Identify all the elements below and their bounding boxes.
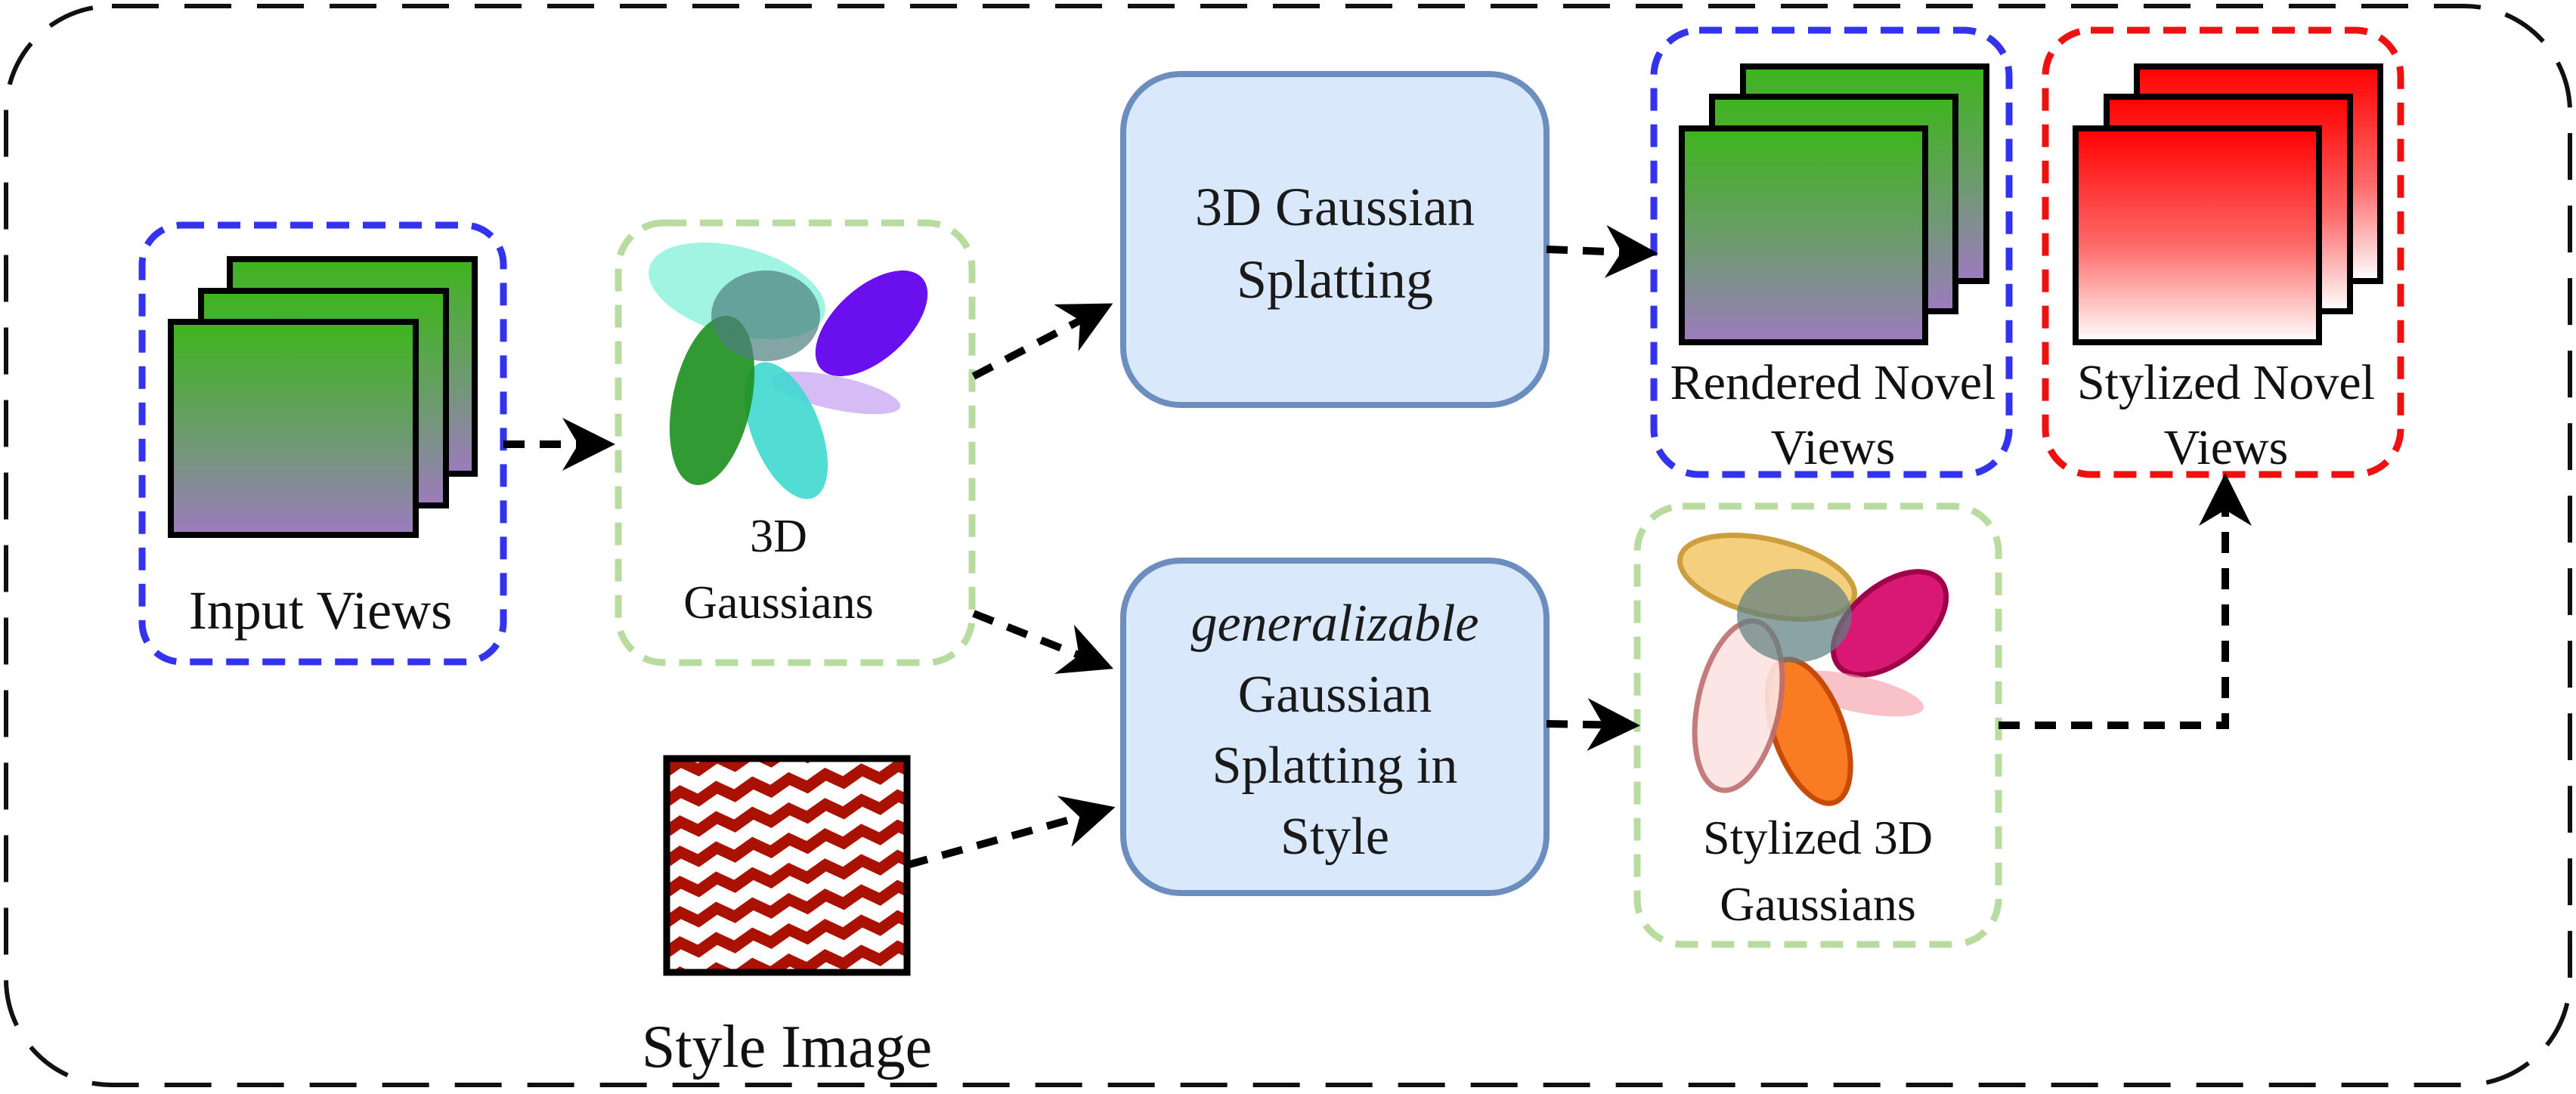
style-box-line1: generalizable	[1190, 595, 1478, 653]
stylized-gaussians-line1: Stylized 3D	[1703, 811, 1933, 864]
splatting-process-box	[1120, 71, 1550, 408]
gaussians-dashed-box	[615, 219, 976, 666]
style-pattern-stripe	[667, 849, 907, 899]
splatting-line1: 3D Gaussian	[1195, 177, 1475, 237]
stylized-views-line2: Views	[2164, 420, 2289, 475]
arrow-splatting-to-rendered	[1546, 224, 1658, 278]
splatting-line2: Splatting	[1237, 249, 1433, 310]
gaussians-label-line2: Gaussians	[683, 577, 873, 629]
style-image	[663, 755, 911, 976]
stylized-gaussians-line2: Gaussians	[1720, 877, 1916, 931]
gaussians-label-line1: 3D	[750, 511, 807, 562]
style-pattern-stripe	[667, 789, 907, 839]
arrow-style-box-to-stylized-gaussians	[1546, 697, 1640, 751]
arrow-stylized-gaussians-to-stylized-views	[1999, 473, 2252, 729]
style-pattern-stripe	[667, 759, 907, 808]
style-pattern-stripe	[667, 879, 907, 929]
style-pattern-stripe	[667, 759, 845, 778]
arrow-gaussians-to-style-box	[972, 610, 1114, 674]
stylized-views-stack	[2073, 63, 2383, 345]
style-box-line4: Style	[1280, 808, 1389, 866]
style-box-line3: Splatting in	[1212, 737, 1458, 795]
gaussians-ellipses	[649, 242, 928, 499]
style-pattern-stripe	[671, 940, 907, 972]
stylized-views-line1: Stylized Novel	[2077, 355, 2375, 410]
rendered-views-line1: Rendered Novel	[1670, 355, 1996, 410]
rendered-views-line2: Views	[1771, 420, 1896, 475]
style-pattern-stripe	[667, 910, 907, 960]
style-pattern-stripe	[667, 819, 907, 869]
arrow-style-image-to-style-box	[906, 796, 1116, 869]
rendered-views-stack	[1679, 63, 1989, 345]
outer-frame	[4, 4, 2572, 1087]
style-box-line2: Gaussian	[1238, 666, 1432, 724]
input-views-stack	[168, 256, 478, 538]
style-image-label: Style Image	[642, 1014, 932, 1080]
input-views-label: Input Views	[189, 580, 452, 641]
stylized-gaussians-ellipses	[1677, 533, 1949, 806]
arrow-gaussians-to-splatting	[971, 303, 1113, 380]
